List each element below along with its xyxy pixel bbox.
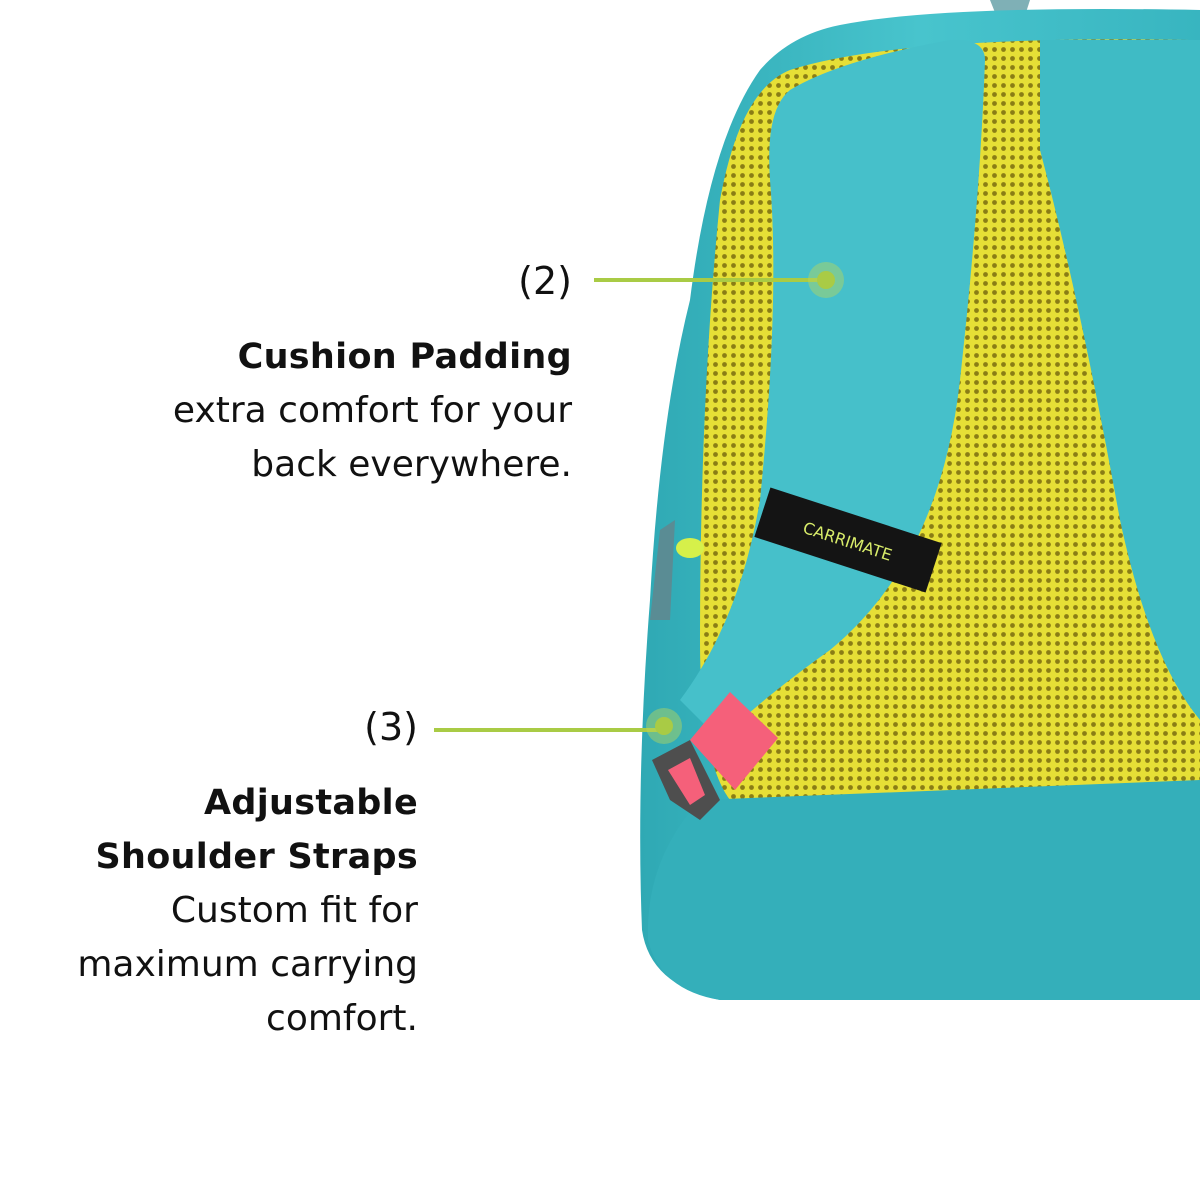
callout-dot-2 (817, 271, 835, 289)
callout-cushion-padding: (2) Cushion Padding extra comfort for yo… (173, 262, 572, 492)
right-shoulder-strap (1040, 40, 1200, 720)
callout-number: (2) (518, 259, 572, 303)
bottom-panel (647, 780, 1200, 1000)
brand-label: CARRIMATE (754, 487, 942, 593)
callout-adjustable-straps: (3) Adjustable Shoulder Straps Custom fi… (77, 708, 418, 1046)
callout-description: Custom fit for (170, 890, 418, 931)
callout-title: Cushion Padding (237, 337, 572, 377)
callout-title: Shoulder Straps (95, 837, 418, 877)
strap-buckle (652, 692, 778, 820)
callout-description: maximum carrying (77, 944, 418, 985)
side-zipper (650, 520, 675, 620)
zipper-pull (676, 538, 704, 558)
callout-description: back everywhere. (251, 444, 572, 485)
left-shoulder-strap (680, 39, 985, 741)
callout-description: comfort. (266, 998, 418, 1039)
callout-description: extra comfort for your (172, 390, 572, 431)
callout-dot-3 (655, 717, 673, 735)
callout-title: Adjustable (203, 783, 418, 823)
callout-number: (3) (364, 705, 418, 749)
